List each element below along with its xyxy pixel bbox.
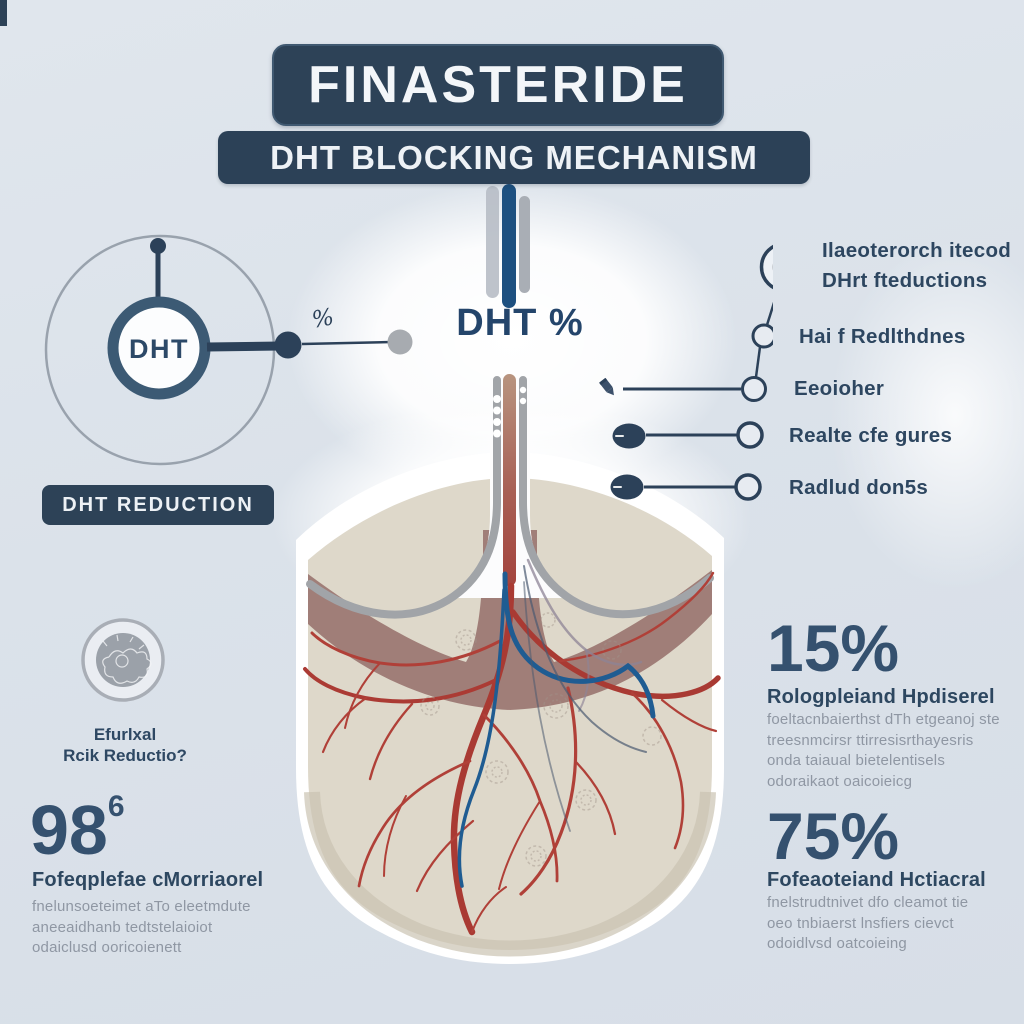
legend-item-1-line-1: Ilaeoterorch itecod [822, 239, 1012, 262]
legend-item-5: Radlud don5s [789, 476, 929, 499]
legend-pill-4 [612, 423, 646, 449]
wall-dots [493, 386, 527, 438]
page-title: FINASTERIDE [308, 56, 688, 114]
stat-98-number: 98 [30, 791, 108, 869]
stat-value-98: 986 [30, 790, 126, 870]
dht-molecule-diagram: DHT [44, 234, 413, 466]
background-glow [830, 240, 1024, 590]
legend-ring-core [772, 263, 773, 271]
hair-shaft-bars [486, 184, 530, 308]
blue-vessels [457, 565, 656, 888]
stat-15-body-line-3: onda taiaual bietelentisels [767, 752, 946, 769]
stat-75-body: fnelstrudtnivet dfo cleamot tie oeo tnbi… [767, 893, 968, 955]
risk-caption-line-1: Efurlxal [93, 725, 157, 744]
legend-graphics [599, 244, 773, 501]
risk-icon [81, 618, 165, 702]
legend-node-4 [736, 421, 764, 449]
legend-item-3: Eeoioher [794, 377, 885, 400]
legend-node-3 [741, 376, 767, 402]
end-dot [387, 329, 413, 355]
channel-wall-left [306, 376, 501, 619]
stat-98-heading: Fofeqplefae cMorriaorel [32, 869, 264, 891]
stat-15-body: foeltacnbaierthst dTh etgeanoj ste trees… [767, 710, 1000, 792]
risk-caption-line-2: Rcik Reductio? [63, 746, 187, 765]
corner-mark [0, 0, 7, 26]
stat-75-body-line-1: fnelstrudtnivet dfo cleamot tie [767, 894, 969, 911]
stat-75-heading: Fofeaoteiand Hctiacral [767, 869, 986, 891]
risk-caption: Efurlxal Rcik Reductio? [35, 724, 215, 766]
stat-75-body-line-3: odoidlvsd oatcoieing [767, 935, 907, 952]
legend-connector-2 [754, 346, 762, 378]
stem-dot [150, 238, 166, 254]
stat-98-body: fnelunsoeteimet aTo eleetmdute aneeaidha… [32, 897, 251, 959]
dht-molecule-label: DHT [129, 334, 189, 364]
stat-value-15: 15% [767, 611, 900, 685]
connector-line [301, 340, 393, 346]
stat-98-body-line-1: fnelunsoeteimet aTo eleetmdute [32, 898, 251, 915]
subtitle-banner: DHT BLOCKING MECHANISM [218, 131, 810, 184]
stat-75-body-line-2: oeo tnbiaerst lnsfiers cievct [767, 914, 954, 932]
channel-wall-right [519, 376, 714, 619]
stat-15-body-line-2: treesnmcirsr ttirresisrthayesris [767, 731, 974, 749]
stat-15-heading: Rologpleiand Hpdiserel [767, 686, 995, 708]
bond-dot [274, 331, 302, 359]
legend-item-2: Hai f Redlthdnes [799, 325, 966, 348]
legend-node-5 [734, 473, 762, 501]
page-subtitle: DHT BLOCKING MECHANISM [270, 138, 758, 176]
follicle-interior [308, 478, 712, 950]
follicle-bottom-band [304, 791, 716, 957]
gland-scribbles [420, 612, 662, 867]
legend-ring-icon [759, 244, 773, 290]
legend-node-2 [751, 323, 773, 349]
percent-annotation: % [309, 304, 336, 334]
dht-reduction-label: DHT REDUCTION [62, 493, 254, 516]
stat-15-body-line-4: odoraikaot oaicoieicg [767, 772, 913, 790]
legend-pill-5 [610, 474, 644, 500]
legend-item-1-line-2: DHrt fteductions [822, 269, 988, 292]
title-banner: FINASTERIDE [272, 44, 724, 126]
legend-item-4: Realte cfe gures [789, 424, 953, 447]
hair-root-bar [503, 374, 516, 586]
dht-molecule-circle [107, 296, 211, 400]
stat-15-body-line-1: foeltacnbaierthst dTh etgeanoj ste [767, 711, 1000, 728]
hair-follicle-illustration [272, 182, 752, 964]
dht-reduction-box: DHT REDUCTION [42, 485, 274, 525]
stat-98-superscript: 6 [107, 790, 126, 823]
risk-icon-core [96, 633, 150, 687]
stat-98-body-line-3: odaiclusd ooricoienett [32, 939, 182, 956]
stat-value-75: 75% [767, 799, 900, 873]
legend-connector-1 [765, 301, 773, 326]
dht-percent-label: DHT % [456, 302, 584, 344]
bond-line [206, 341, 281, 352]
pencil-icon [599, 377, 614, 396]
risk-icon-doodle [102, 634, 152, 684]
stat-98-body-line-2: aneeaidhanb tedtstelaioiot [32, 918, 213, 936]
